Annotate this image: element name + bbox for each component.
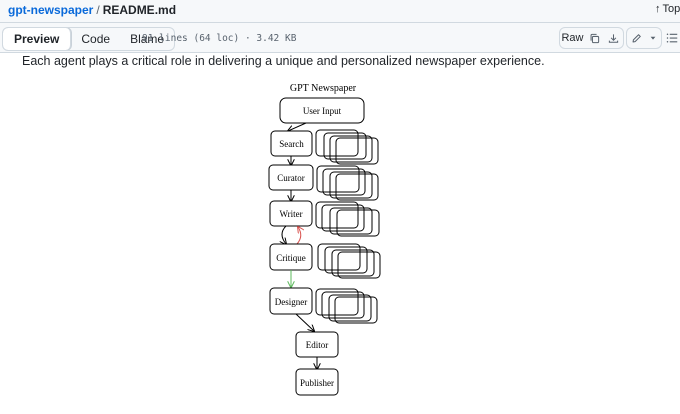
critique-stack <box>317 243 381 279</box>
file-header: gpt-newspaper/README.md ↑Top <box>0 0 680 22</box>
arrow-up-icon: ↑ <box>655 3 661 15</box>
node-user-input-label: User Input <box>303 106 342 116</box>
breadcrumb-file-name: README.md <box>102 3 177 17</box>
designer-stack <box>315 288 378 324</box>
diagram-title: GPT Newspaper <box>290 83 357 94</box>
node-writer <box>269 200 313 227</box>
top-link-label: Top <box>662 3 680 15</box>
search-stack <box>315 129 379 165</box>
curator-stack <box>316 165 379 201</box>
breadcrumb-repo-link[interactable]: gpt-newspaper <box>8 3 94 17</box>
node-designer-label: Designer <box>275 297 308 307</box>
file-meta: 91 lines (64 loc) · 3.42 KB <box>142 33 297 44</box>
node-publisher <box>295 368 339 396</box>
node-editor-label: Editor <box>306 340 329 350</box>
download-button[interactable] <box>604 27 624 49</box>
writer-stack <box>315 201 380 237</box>
breadcrumb: gpt-newspaper/README.md <box>8 3 176 17</box>
edit-options-button[interactable] <box>645 27 662 49</box>
pencil-icon <box>632 33 641 42</box>
caret-down-icon <box>650 36 656 40</box>
tab-preview[interactable]: Preview <box>3 28 72 50</box>
node-search-label: Search <box>279 139 304 149</box>
raw-button[interactable]: Raw <box>559 27 586 49</box>
readme-paragraph: Each agent plays a critical role in deli… <box>22 54 545 68</box>
view-mode-tabs: Preview Code Blame <box>2 27 176 51</box>
edge-writer-critique <box>282 225 286 244</box>
copy-icon <box>590 33 600 43</box>
outline-button[interactable] <box>664 27 680 49</box>
file-toolbar: Preview Code Blame 91 lines (64 loc) · 3… <box>0 22 680 53</box>
tab-code[interactable]: Code <box>81 32 111 46</box>
edge-input-search <box>288 122 307 131</box>
breadcrumb-separator: / <box>96 3 100 17</box>
top-link[interactable]: ↑Top <box>655 3 680 15</box>
edge-designer-editor <box>295 313 314 331</box>
node-critique-label: Critique <box>276 253 306 263</box>
node-user-input <box>279 97 365 124</box>
download-icon <box>608 33 619 43</box>
node-writer-label: Writer <box>279 209 302 219</box>
node-designer <box>269 287 313 315</box>
node-publisher-label: Publisher <box>300 378 334 388</box>
edge-critique-feedback <box>296 227 301 245</box>
node-curator-label: Curator <box>277 173 305 183</box>
list-icon <box>666 33 678 43</box>
tab-blame[interactable]: Blame <box>130 32 165 46</box>
